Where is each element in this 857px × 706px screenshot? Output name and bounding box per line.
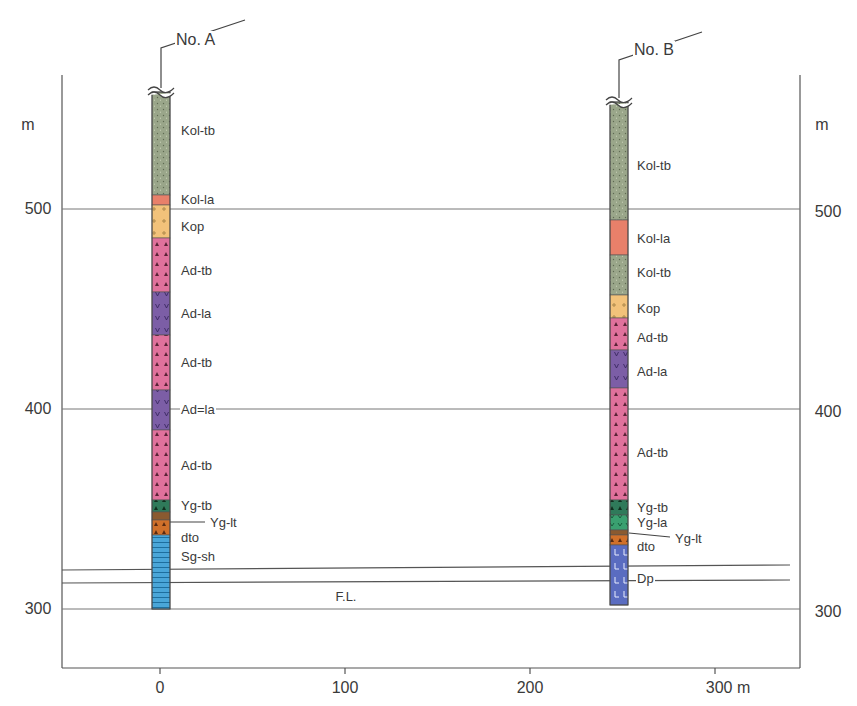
rock-layer xyxy=(610,295,628,318)
rock-layer xyxy=(610,500,628,515)
tick-label: 300 xyxy=(814,603,843,621)
well-flags xyxy=(161,20,702,537)
layer-name: Yg-la xyxy=(636,515,668,530)
layer-name: dto xyxy=(636,539,656,554)
rock-layer xyxy=(610,220,628,255)
layer-name: Ad=la xyxy=(180,402,216,417)
layer-name: dto xyxy=(180,530,200,545)
layer-name: Kol-tb xyxy=(180,123,216,138)
rock-layer xyxy=(152,520,170,535)
axis-unit: m xyxy=(814,116,829,134)
tick-label: 500 xyxy=(814,203,843,221)
layer-name: Ad-tb xyxy=(636,330,669,345)
layer-name: Ad-la xyxy=(180,306,212,321)
column-outline xyxy=(610,102,628,605)
layer-name: Yg-tb xyxy=(180,498,213,513)
rock-layer xyxy=(152,205,170,238)
layer-name: Ad-tb xyxy=(636,445,669,460)
column-outline xyxy=(152,92,170,609)
tick-label: 300 xyxy=(24,600,53,618)
layer-name: Ad-la xyxy=(636,364,668,379)
rock-layer xyxy=(152,195,170,205)
layer-name: Kol-la xyxy=(180,192,215,207)
rock-layer xyxy=(152,92,170,195)
rock-layer xyxy=(610,535,628,545)
rock-layer xyxy=(152,535,170,609)
rock-layer xyxy=(610,388,628,500)
rock-layer xyxy=(152,335,170,390)
rock-layer xyxy=(152,500,170,512)
layer-name: Yg-lt xyxy=(209,515,238,530)
rock-layer xyxy=(610,102,628,220)
rock-layer xyxy=(152,292,170,335)
borehole-columns xyxy=(152,92,628,609)
tick-label: 300 m xyxy=(705,679,751,697)
rock-layer xyxy=(610,545,628,605)
tick-label: 200 xyxy=(516,679,545,697)
tick-label: 400 xyxy=(814,403,843,421)
rock-layer xyxy=(152,390,170,430)
well-name: No. A xyxy=(175,31,216,49)
break-symbols xyxy=(148,87,632,108)
rock-layer xyxy=(152,430,170,500)
rock-layer xyxy=(152,238,170,292)
layer-name: Kop xyxy=(636,301,661,316)
axis-unit: m xyxy=(20,116,35,134)
rock-layer xyxy=(610,255,628,295)
tick-label: 400 xyxy=(24,400,53,418)
layer-name: Dp xyxy=(636,571,655,586)
layer-name: Yg-tb xyxy=(636,500,669,515)
layer-name: Kol-tb xyxy=(636,265,672,280)
level-label: F.L. xyxy=(335,589,358,604)
tick-label: 500 xyxy=(24,200,53,218)
layer-name: Sg-sh xyxy=(180,549,216,564)
rock-layer xyxy=(152,512,170,520)
frame xyxy=(62,75,800,674)
rock-layer xyxy=(610,515,628,530)
tick-label: 100 xyxy=(331,679,360,697)
layer-name: Ad-tb xyxy=(180,458,213,473)
layer-name: Yg-lt xyxy=(674,531,703,546)
layer-name: Ad-tb xyxy=(180,355,213,370)
layer-name: Kol-la xyxy=(636,231,671,246)
well-name: No. B xyxy=(633,41,675,59)
layer-name: Ad-tb xyxy=(180,263,213,278)
layer-name: Kol-tb xyxy=(636,158,672,173)
tick-label: 0 xyxy=(155,679,166,697)
rock-layer xyxy=(610,350,628,388)
layer-name: Kop xyxy=(180,219,205,234)
rock-layer xyxy=(610,530,628,535)
rock-layer xyxy=(610,318,628,350)
